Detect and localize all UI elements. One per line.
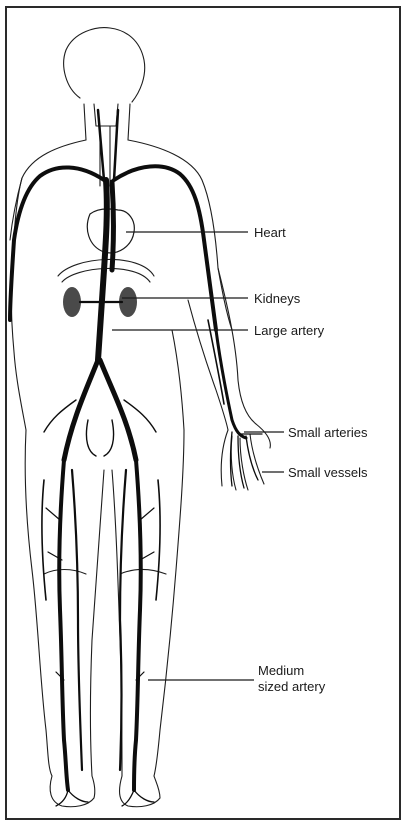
left-subclavian <box>10 167 104 320</box>
left-leg-outline <box>25 430 52 776</box>
label-medium-artery-line2: sized artery <box>258 679 326 694</box>
label-kidneys: Kidneys <box>254 291 301 306</box>
medium-sized-artery <box>120 470 126 770</box>
label-heart: Heart <box>254 225 286 240</box>
vessels <box>10 110 262 806</box>
left-femoral <box>59 460 68 790</box>
hand-arteries <box>231 432 263 488</box>
right-iliac <box>100 360 136 460</box>
label-large-artery: Large artery <box>254 323 325 338</box>
left-kidney <box>63 287 81 317</box>
right-femoral <box>134 460 141 790</box>
label-small-vessels: Small vessels <box>288 465 368 480</box>
head-outline <box>64 28 145 102</box>
label-small-arteries: Small arteries <box>288 425 368 440</box>
label-medium-artery-line1: Medium <box>258 663 304 678</box>
aorta <box>98 180 107 360</box>
left-iliac <box>64 360 98 460</box>
labels: Heart Kidneys Large artery Small arterie… <box>254 225 368 694</box>
